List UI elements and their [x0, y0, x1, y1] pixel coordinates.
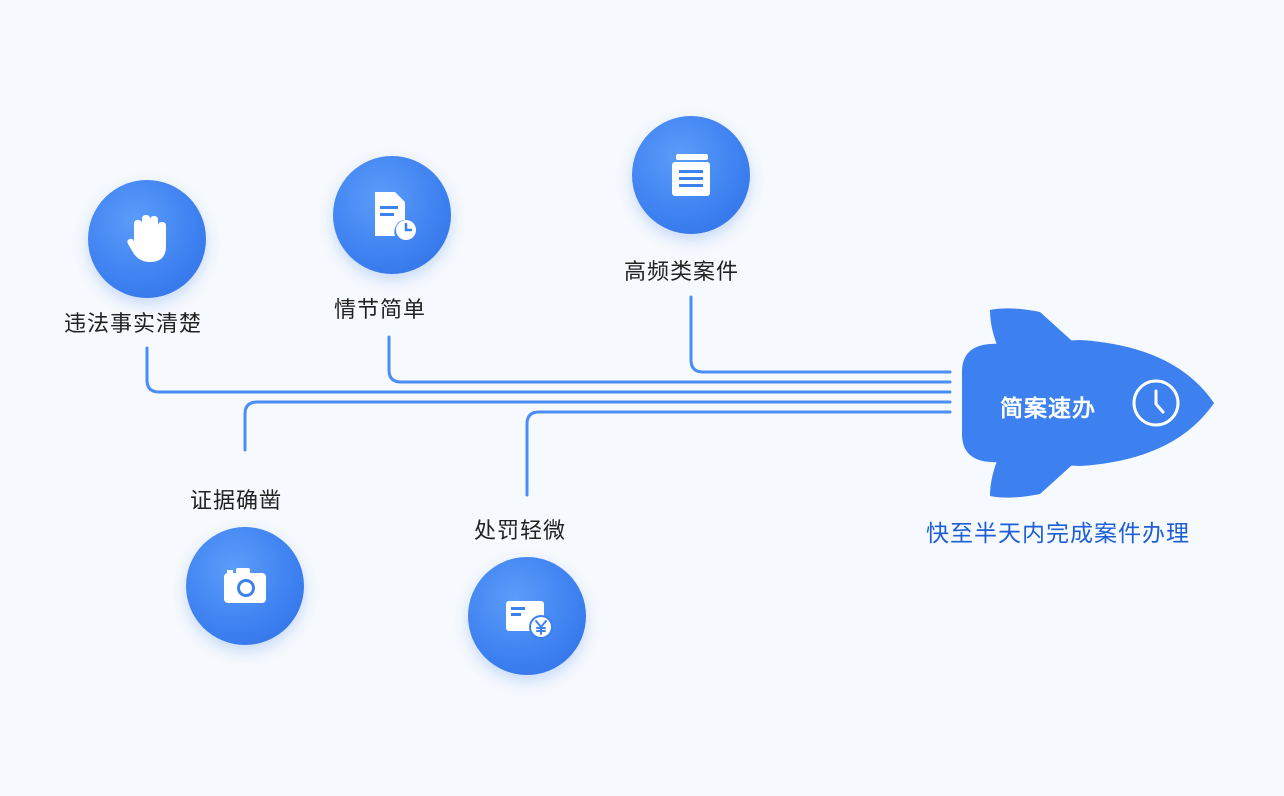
rocket-title: 简案速办 [1000, 396, 1096, 422]
rocket-caption: 快至半天内完成案件办理 [926, 521, 1190, 547]
feature-5-circle [468, 557, 586, 675]
connector-line-3 [689, 295, 952, 374]
document-clock-icon [375, 192, 416, 240]
hand-icon [127, 215, 166, 262]
connector-line-4 [243, 400, 952, 452]
connector-line-2 [387, 335, 952, 384]
feature-2-label: 情节简单 [334, 298, 427, 323]
feature-3-label: 高频类案件 [624, 260, 740, 285]
feature-2-circle [333, 156, 451, 274]
feature-4-label: 证据确凿 [190, 489, 283, 514]
payment-yen-icon [506, 601, 553, 639]
connector-line-1 [145, 346, 952, 394]
feature-3-circle [632, 116, 750, 234]
connector-line-5 [525, 410, 952, 497]
feature-1-label: 违法事实清楚 [64, 312, 203, 337]
feature-4-circle [186, 527, 304, 645]
rocket-shape [962, 308, 1214, 498]
stacked-documents-icon [672, 154, 710, 196]
camera-icon [224, 568, 266, 603]
clock-icon [1132, 379, 1180, 427]
feature-5-label: 处罚轻微 [474, 519, 567, 544]
feature-1-circle [88, 180, 206, 298]
